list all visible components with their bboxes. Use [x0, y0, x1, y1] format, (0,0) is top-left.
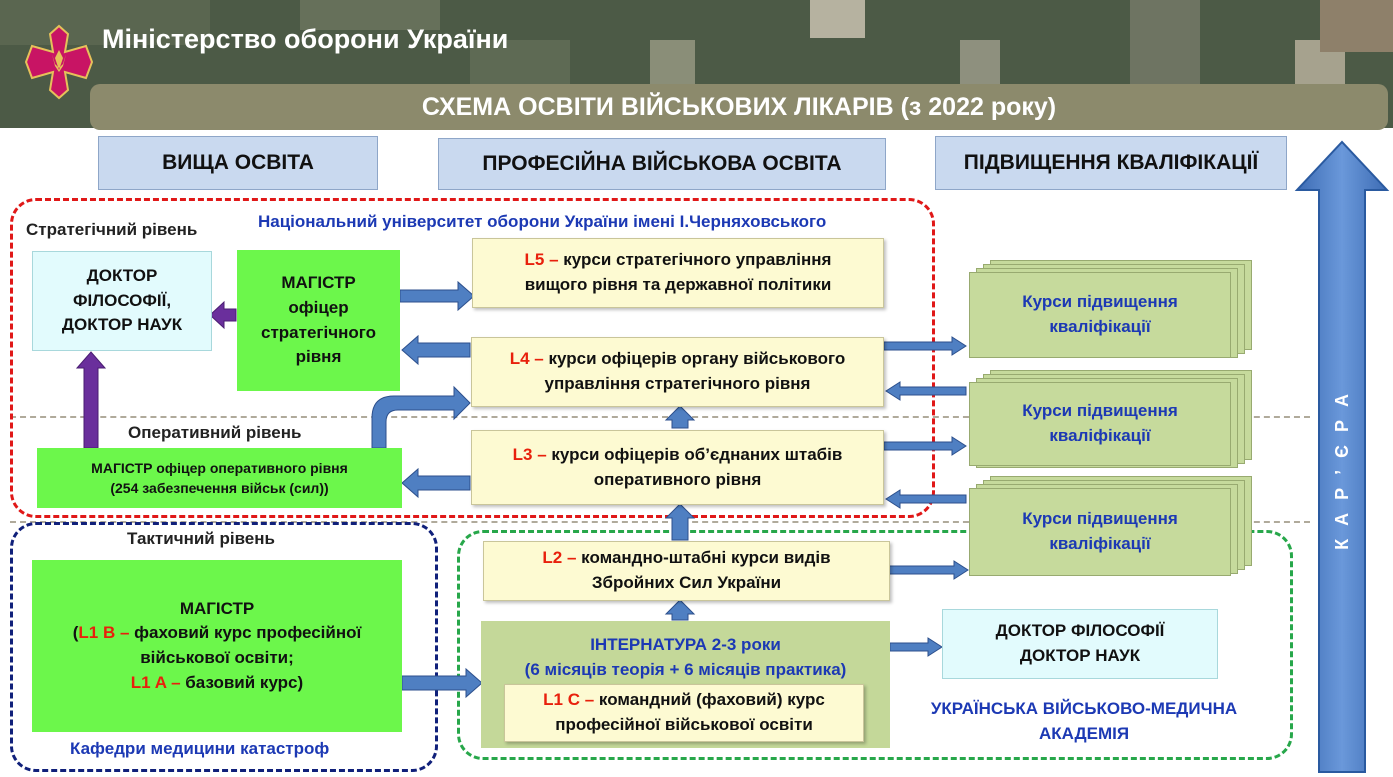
doctor-box-top: ДОКТОР ФІЛОСОФІЇ, ДОКТОР НАУК	[32, 251, 212, 351]
column-header-higher-education: ВИЩА ОСВІТА	[98, 136, 378, 190]
l1c-course-box: L1 C – командний (фаховий) курс професій…	[504, 684, 864, 742]
courses-stack-3: Курси підвищення кваліфікації	[969, 476, 1259, 578]
courses-box-3: Курси підвищення кваліфікації	[969, 488, 1231, 576]
l3-course-box: L3 – курси офіцерів об’єднаних штабів оп…	[471, 430, 884, 505]
academy-name: УКРАЇНСЬКА ВІЙСЬКОВО-МЕДИЧНА АКАДЕМІЯ	[930, 699, 1238, 743]
career-label: К А Р ’ Є Р А	[1331, 390, 1352, 550]
courses-box-2: Курси підвищення кваліфікації	[969, 382, 1231, 466]
level-separator-strategic-operational	[10, 416, 1310, 418]
courses-box-1: Курси підвищення кваліфікації	[969, 272, 1231, 358]
strategic-level-label: Стратегічний рівень	[26, 220, 198, 239]
master-operational-box: МАГІСТР офіцер оперативного рівня (254 з…	[37, 448, 402, 508]
cathedra-name: Кафедри медицини катастроф	[70, 739, 330, 758]
l4-course-box: L4 – курси офіцерів органу військового у…	[471, 337, 884, 407]
column-header-advanced-training: ПІДВИЩЕННЯ КВАЛІФІКАЦІЇ	[935, 136, 1287, 190]
ministry-emblem-icon	[24, 24, 94, 100]
l5-course-box: L5 – курси стратегічного управління вищо…	[472, 238, 884, 308]
career-arrow-icon	[1294, 140, 1390, 773]
courses-stack-2: Курси підвищення кваліфікації	[969, 370, 1259, 468]
academy-region	[457, 530, 1293, 760]
tactical-level-label: Тактичний рівень	[127, 529, 275, 548]
doctor-box-bottom: ДОКТОР ФІЛОСОФІЇ ДОКТОР НАУК	[942, 609, 1218, 679]
operational-level-label: Оперативний рівень	[128, 423, 302, 442]
master-tactical-box: МАГІСТР (L1 B – фаховий курс професійної…	[32, 560, 402, 732]
ndu-region	[10, 198, 935, 518]
l2-course-box: L2 – командно-штабні курси видів Збройни…	[483, 541, 890, 601]
courses-stack-1: Курси підвищення кваліфікації	[969, 260, 1259, 360]
cathedra-region	[10, 522, 438, 772]
column-header-professional-education: ПРОФЕСІЙНА ВІЙСЬКОВА ОСВІТА	[438, 138, 886, 190]
ndu-name: Національний університет оборони України…	[258, 212, 827, 231]
ministry-title: Міністерство оборони України	[102, 24, 509, 54]
level-separator-operational-tactical	[10, 521, 1310, 523]
page-title: СХЕМА ОСВІТИ ВІЙСЬКОВИХ ЛІКАРІВ (з 2022 …	[90, 84, 1388, 130]
master-strategic-box: МАГІСТР офіцер стратегічного рівня	[237, 250, 400, 391]
internship-box: ІНТЕРНАТУРА 2-3 роки (6 місяців теорія +…	[481, 621, 890, 748]
